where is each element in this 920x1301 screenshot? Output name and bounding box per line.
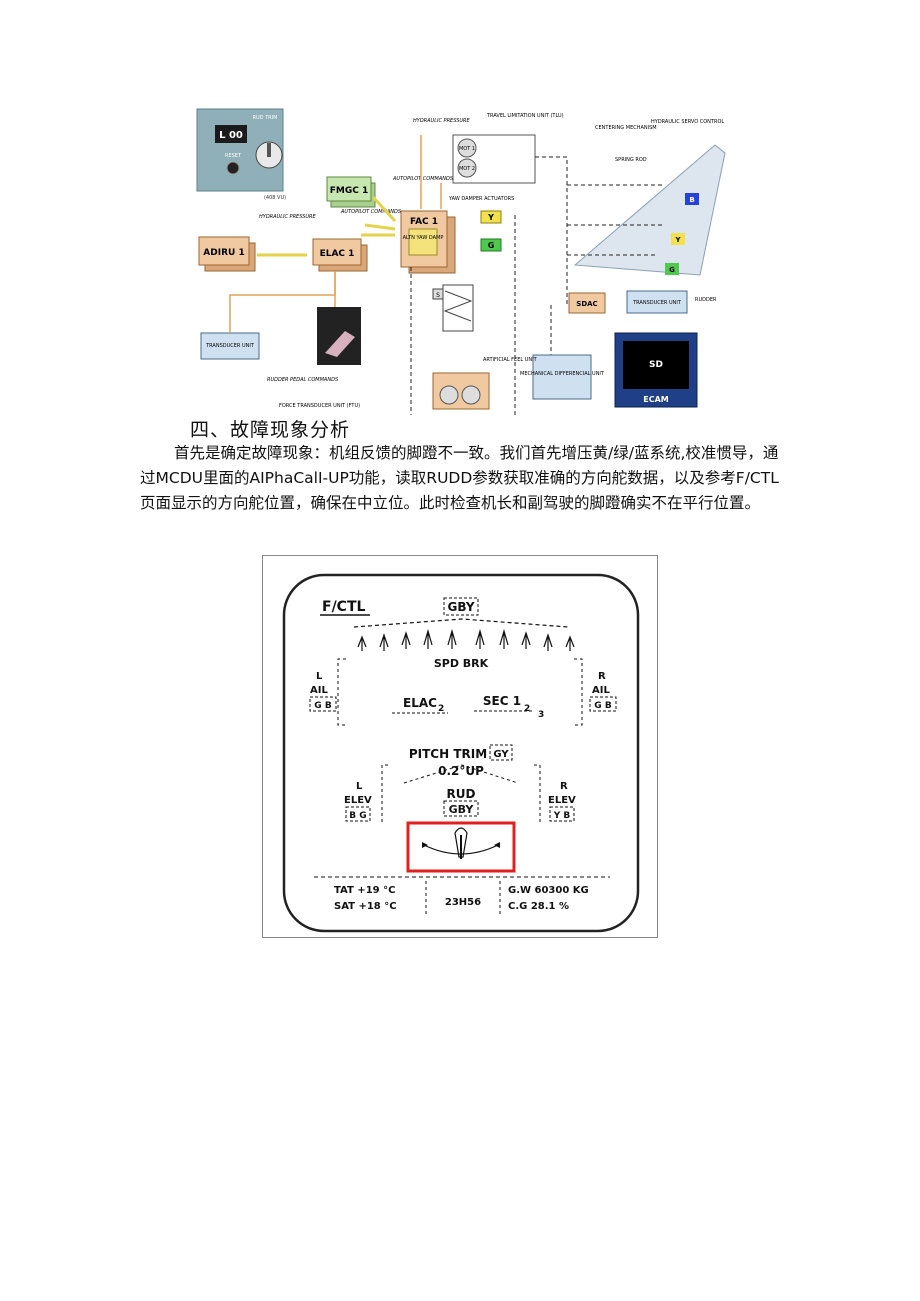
svg-text:L: L — [356, 781, 363, 792]
svg-text:2: 2 — [438, 704, 444, 714]
svg-text:R: R — [560, 781, 568, 792]
svg-text:(408 VU): (408 VU) — [264, 195, 286, 201]
svg-text:SPRING ROD: SPRING ROD — [615, 157, 647, 163]
svg-text:FAC 1: FAC 1 — [410, 217, 438, 227]
fmgc-box: FMGC 1 — [326, 176, 376, 208]
svg-text:GY: GY — [493, 749, 509, 760]
svg-text:G: G — [669, 266, 675, 274]
svg-text:CENTERING MECHANISM: CENTERING MECHANISM — [595, 125, 657, 131]
adiru-box: ADIRU 1 — [198, 236, 256, 272]
svg-text:RUDDER: RUDDER — [695, 297, 717, 303]
section-heading: 四、故障现象分析 — [190, 419, 351, 441]
svg-text:G: G — [488, 241, 495, 250]
svg-text:GBY: GBY — [447, 600, 474, 614]
svg-text:AUTOPILOT COMMANDS: AUTOPILOT COMMANDS — [392, 176, 454, 182]
gross-weight: G.W 60300 KG — [508, 885, 589, 896]
svg-text:ADIRU 1: ADIRU 1 — [203, 248, 244, 258]
svg-text:AIL: AIL — [310, 685, 328, 696]
svg-text:TRANSDUCER UNIT: TRANSDUCER UNIT — [205, 343, 255, 349]
svg-text:ELEV: ELEV — [344, 795, 372, 806]
rud-trim-display: L 00 — [219, 130, 243, 141]
svg-text:ELAC 1: ELAC 1 — [320, 249, 355, 259]
svg-text:YAW DAMPER ACTUATORS: YAW DAMPER ACTUATORS — [448, 196, 514, 202]
svg-text:AUTOPILOT COMMANDS: AUTOPILOT COMMANDS — [340, 209, 402, 215]
svg-text:MOT 1: MOT 1 — [459, 146, 475, 152]
svg-text:R: R — [598, 671, 606, 682]
svg-text:RUD TRIM: RUD TRIM — [253, 115, 278, 121]
rud-trim-panel: L 00 RUD TRIM RESET (408 VU) — [196, 108, 286, 201]
body-paragraph: 首先是确定故障现象：机组反馈的脚蹬不一致。我们首先增压黄/绿/蓝系统,校准惯导，… — [140, 444, 779, 512]
svg-text:Y: Y — [487, 213, 494, 222]
svg-text:B G: B G — [349, 811, 366, 821]
svg-text:TRAVEL LIMITATION UNIT (TLU): TRAVEL LIMITATION UNIT (TLU) — [486, 113, 564, 119]
svg-text:AIL: AIL — [592, 685, 610, 696]
svg-text:S: S — [436, 292, 440, 299]
svg-text:RESET: RESET — [225, 153, 242, 159]
svg-text:FMGC 1: FMGC 1 — [330, 186, 369, 196]
svg-text:FORCE TRANSDUCER UNIT (FTU): FORCE TRANSDUCER UNIT (FTU) — [279, 403, 360, 409]
autopilot-arrows — [257, 195, 397, 257]
svg-text:G B: G B — [314, 701, 332, 711]
svg-text:MOT 2: MOT 2 — [459, 166, 475, 172]
tlu-box: MOT 1 MOT 2 TRAVEL LIMITATION UNIT (TLU) — [452, 113, 564, 184]
spoiler-arrows — [353, 618, 575, 651]
svg-text:ALTN YAW DAMP: ALTN YAW DAMP — [403, 235, 444, 241]
svg-text:TRANSDUCER UNIT: TRANSDUCER UNIT — [632, 300, 682, 306]
tail-fin: B Y G RUDDER — [573, 144, 726, 303]
fac-box: FAC 1 ALTN YAW DAMP — [400, 210, 456, 274]
svg-text:HYDRAULIC PRESSURE: HYDRAULIC PRESSURE — [413, 118, 471, 124]
svg-text:ARTIFICIAL FEEL UNIT: ARTIFICIAL FEEL UNIT — [483, 357, 538, 363]
display-bezel — [282, 573, 640, 933]
svg-text:2: 2 — [524, 704, 530, 714]
fctl-title: F/CTL — [322, 599, 366, 615]
svg-text:L: L — [316, 671, 323, 682]
sat-value: SAT +18 °C — [334, 901, 397, 912]
center-of-gravity: C.G 28.1 % — [508, 901, 569, 912]
pitch-trim-value: 0.2°UP — [438, 764, 484, 778]
utc-time: 23H56 — [445, 897, 481, 908]
svg-text:Y: Y — [674, 236, 681, 244]
sec-label: SEC 1 — [483, 694, 521, 708]
pitch-trim-label: PITCH TRIM — [409, 747, 487, 761]
svg-text:HYDRAULIC PRESSURE: HYDRAULIC PRESSURE — [259, 214, 317, 220]
spd-brk-label: SPD BRK — [434, 657, 489, 670]
elac-box: ELAC 1 — [312, 238, 368, 272]
svg-text:GBY: GBY — [449, 803, 475, 816]
ecam-fctl-page: F/CTL GBY SPD BRK L AIL G B R AIL G B — [262, 555, 658, 938]
rud-label: RUD — [447, 787, 476, 801]
svg-text:G B: G B — [594, 701, 612, 711]
svg-text:MECHANICAL DIFFERENCIAL UNIT: MECHANICAL DIFFERENCIAL UNIT — [520, 371, 605, 377]
ecam-display-icon: SD ECAM — [614, 332, 698, 408]
svg-text:SD: SD — [649, 360, 663, 370]
rudder-system-diagram: L 00 RUD TRIM RESET (408 VU) FMGC 1 AUTO… — [196, 108, 726, 415]
tat-value: TAT +19 °C — [334, 885, 395, 896]
svg-text:ECAM: ECAM — [643, 395, 669, 404]
elac-label: ELAC — [403, 696, 437, 710]
svg-text:B: B — [689, 196, 694, 204]
svg-text:HYDRAULIC SERVO CONTROL: HYDRAULIC SERVO CONTROL — [651, 119, 724, 125]
svg-text:Y B: Y B — [553, 811, 571, 821]
svg-text:ELEV: ELEV — [548, 795, 576, 806]
svg-text:3: 3 — [538, 710, 544, 720]
rudder-position-indicator — [406, 821, 516, 873]
svg-text:SDAC: SDAC — [576, 300, 597, 308]
svg-text:RUDDER PEDAL COMMANDS: RUDDER PEDAL COMMANDS — [267, 377, 339, 383]
